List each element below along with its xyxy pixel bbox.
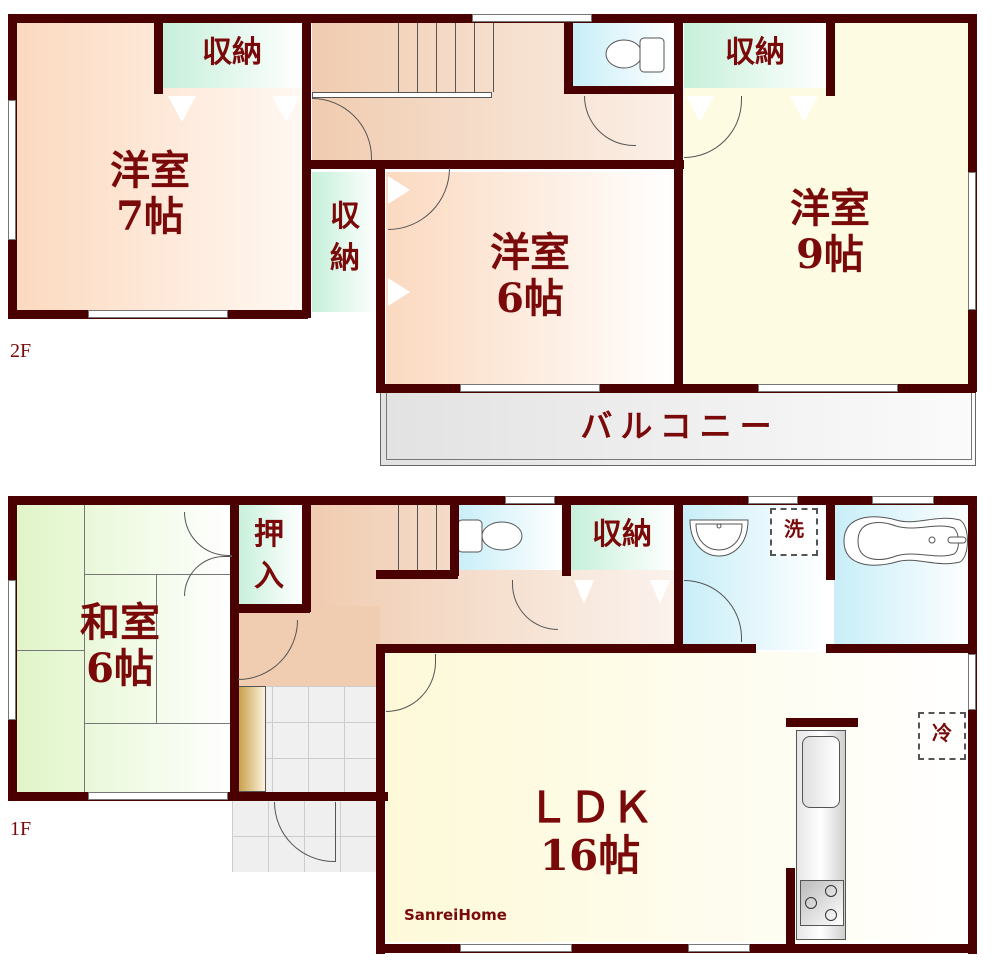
storage-label: 収納 bbox=[725, 35, 785, 70]
window bbox=[505, 496, 555, 504]
wall bbox=[230, 496, 239, 800]
room-size: 6帖 bbox=[86, 645, 154, 692]
wall bbox=[376, 644, 385, 954]
wall bbox=[786, 718, 858, 727]
closet-door-icon bbox=[388, 278, 410, 306]
storage-label: 収納 bbox=[592, 517, 652, 552]
room-label-western-7: 洋室 7帖 bbox=[60, 148, 240, 240]
storage-top-left-fill bbox=[162, 22, 302, 88]
oshiire-char: 入 bbox=[254, 559, 284, 594]
storage-char: 納 bbox=[330, 241, 360, 276]
wall bbox=[302, 496, 311, 612]
oshiire-char: 押 bbox=[254, 517, 284, 552]
stair-treads-1f bbox=[380, 504, 456, 574]
stair-treads-2f bbox=[380, 22, 494, 92]
wall bbox=[674, 14, 683, 392]
window bbox=[472, 14, 592, 22]
window bbox=[872, 496, 934, 504]
tatami-lines bbox=[14, 650, 84, 651]
fridge-label: 冷 bbox=[932, 721, 952, 745]
room-size: 6帖 bbox=[496, 275, 564, 322]
window bbox=[8, 100, 16, 240]
wall bbox=[8, 496, 976, 505]
window bbox=[968, 172, 976, 310]
wall bbox=[826, 14, 835, 96]
window bbox=[748, 496, 798, 504]
wall bbox=[376, 160, 385, 392]
wall bbox=[564, 14, 573, 94]
tatami-lines bbox=[84, 574, 232, 724]
wall bbox=[674, 496, 683, 648]
room-label-ldk: ＬＤＫ 16帖 bbox=[480, 783, 700, 881]
window bbox=[88, 792, 228, 800]
storage-top-right-fill2 bbox=[684, 22, 826, 88]
wall bbox=[376, 644, 756, 653]
window bbox=[88, 310, 228, 318]
room-label-japanese-6: 和室 6帖 bbox=[40, 600, 200, 692]
burner-icon bbox=[825, 909, 837, 921]
room-label-western-6: 洋室 6帖 bbox=[440, 230, 620, 322]
wall bbox=[376, 570, 458, 579]
fridge-space bbox=[918, 712, 966, 760]
storage-label: 収 納 bbox=[312, 196, 378, 280]
room-ldk-fill bbox=[386, 652, 974, 942]
washer-label: 洗 bbox=[784, 517, 804, 541]
wall bbox=[376, 944, 976, 953]
oshiire-label: 押 入 bbox=[236, 514, 302, 598]
wall bbox=[154, 14, 163, 94]
stove-icon bbox=[800, 880, 844, 926]
room-name: 和室 bbox=[80, 599, 160, 646]
window bbox=[8, 580, 16, 720]
window bbox=[460, 384, 600, 392]
storage-mid-fill bbox=[312, 172, 378, 312]
window bbox=[758, 384, 898, 392]
oshiire-fill bbox=[236, 504, 302, 606]
room-name: 洋室 bbox=[490, 229, 570, 276]
wall bbox=[230, 604, 310, 613]
burner-icon bbox=[805, 897, 817, 909]
tatami-lines bbox=[156, 574, 157, 724]
floor-tag-1f: 1F bbox=[10, 818, 32, 840]
closet-door-icon bbox=[168, 96, 196, 122]
room-label-western-9: 洋室 9帖 bbox=[740, 186, 920, 278]
wall bbox=[826, 496, 835, 580]
kitchen-sink-icon bbox=[802, 736, 840, 808]
room-size: 9帖 bbox=[796, 231, 864, 278]
shoe-cabinet bbox=[236, 686, 266, 792]
window bbox=[688, 944, 750, 952]
brand-logo: SanreiHome bbox=[404, 906, 507, 924]
wall bbox=[564, 86, 674, 94]
bathtub-icon bbox=[843, 516, 968, 566]
storage-char: 収 bbox=[330, 199, 360, 234]
balcony-label: バルコニー bbox=[580, 407, 780, 445]
sink-icon bbox=[689, 519, 749, 557]
room-japanese-6-fill bbox=[14, 504, 232, 794]
wall bbox=[826, 644, 976, 653]
window bbox=[460, 944, 572, 952]
wall bbox=[302, 160, 684, 169]
toilet-icon bbox=[457, 519, 523, 553]
closet-door-icon bbox=[650, 580, 670, 604]
wall bbox=[786, 868, 795, 948]
storage-label: 収納 bbox=[202, 35, 262, 70]
storage-1f-fill bbox=[570, 504, 674, 570]
closet-door-icon bbox=[272, 96, 300, 122]
washer-space bbox=[770, 508, 818, 556]
toilet-icon bbox=[605, 37, 665, 73]
closet-door-icon bbox=[574, 580, 594, 604]
floor-tag-2f: 2F bbox=[10, 340, 32, 362]
room-name: ＬＤＫ bbox=[526, 783, 653, 832]
wall bbox=[968, 496, 977, 954]
window bbox=[968, 654, 976, 710]
wall bbox=[562, 496, 571, 576]
tatami-lines bbox=[84, 504, 232, 794]
room-size: 16帖 bbox=[539, 831, 641, 881]
room-size: 7帖 bbox=[116, 193, 184, 240]
room-name: 洋室 bbox=[790, 185, 870, 232]
burner-icon bbox=[825, 885, 837, 897]
wall bbox=[450, 496, 459, 576]
room-name: 洋室 bbox=[110, 147, 190, 194]
stair-landing-line bbox=[312, 92, 492, 98]
closet-door-icon bbox=[790, 96, 818, 122]
